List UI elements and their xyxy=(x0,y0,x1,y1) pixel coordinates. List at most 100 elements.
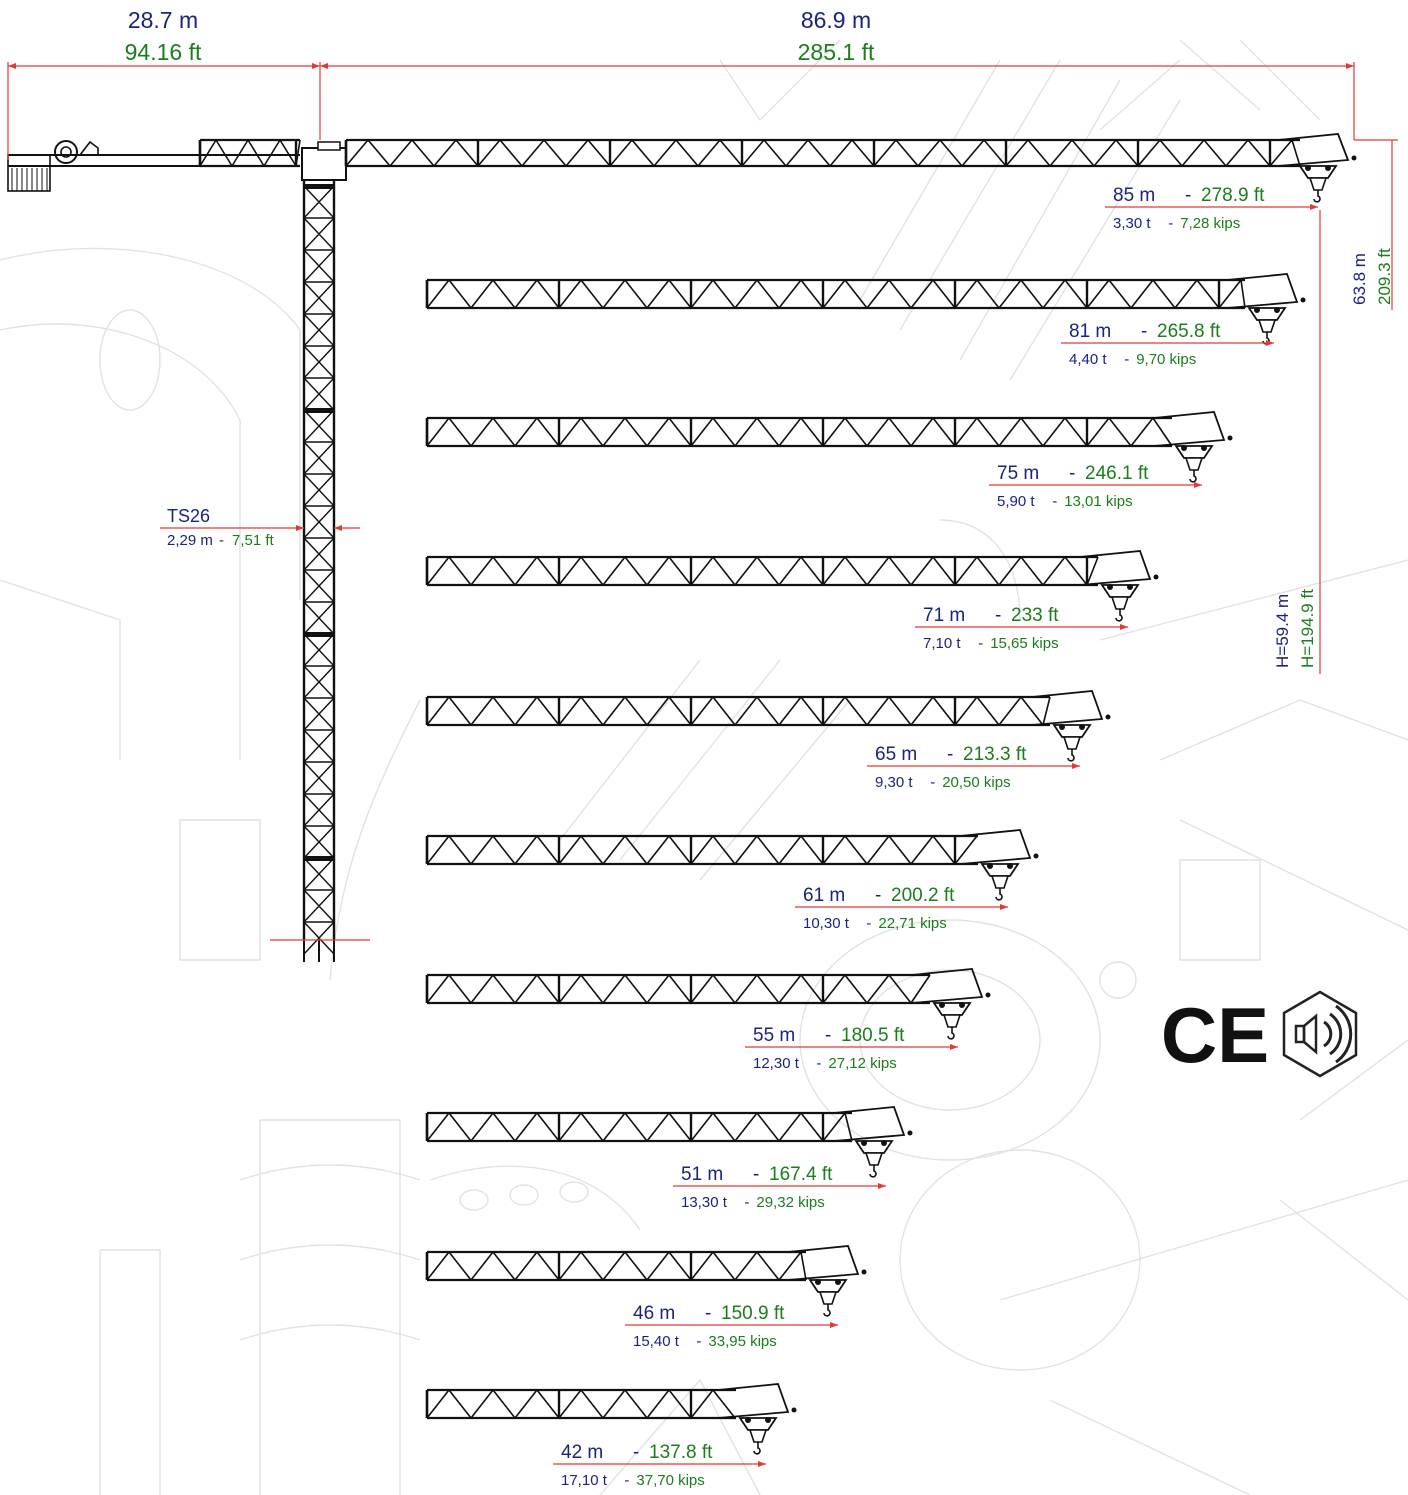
alt-jib-1-trolley-wheel-right xyxy=(1274,307,1280,313)
bg-line-35 xyxy=(329,699,421,981)
jib-label-75-m: 75 m-246.1 ft5,90 t-13,01 kips xyxy=(997,463,1149,510)
jib-label-71-m: 71 m-233 ft7,10 t-15,65 kips xyxy=(923,605,1059,652)
reach-metric: 75 m xyxy=(997,463,1039,484)
alt-jib-2 xyxy=(425,411,1233,483)
reach-imperial: 180.5 ft xyxy=(841,1025,905,1046)
alt-jib-1-trolley-wheel-left xyxy=(1254,307,1260,313)
alt-jib-7-tip xyxy=(833,1106,906,1142)
main-jib-hook xyxy=(1313,190,1321,203)
bg-line-8 xyxy=(99,1249,161,1495)
bg-line-17 xyxy=(1179,819,1408,931)
bg-line-12 xyxy=(559,1181,589,1203)
reach-imperial: 150.9 ft xyxy=(721,1303,785,1324)
cab-roof xyxy=(317,141,341,151)
jib-label-85-m: 85 m-278.9 ft3,30 t-7,28 kips xyxy=(1113,185,1265,232)
reach-dim-arrow xyxy=(950,1044,958,1050)
alt-jib-1-tip xyxy=(1226,273,1299,309)
load-separator: - xyxy=(1052,493,1057,510)
bg-line-26 xyxy=(959,79,1121,361)
alt-jib-6-tip xyxy=(911,968,984,1004)
operator-cab xyxy=(301,147,347,181)
mast-lacing xyxy=(303,185,335,955)
alt-jib-7-trolley-wheel-right xyxy=(881,1140,887,1146)
bg-line-29 xyxy=(1099,59,1181,131)
reach-separator: - xyxy=(1141,321,1147,342)
reach-metric: 71 m xyxy=(923,605,965,626)
alt-jib-4-tip-pin xyxy=(1105,714,1111,720)
alt-jib-2-trolley-wheel-left xyxy=(1181,445,1187,451)
load-imperial: 13,01 kips xyxy=(1064,493,1132,510)
reach-imperial: 246.1 ft xyxy=(1085,463,1149,484)
alt-jib-4 xyxy=(425,690,1111,762)
bg-line-0 xyxy=(0,247,301,600)
alt-jib-3-hook xyxy=(1115,609,1123,622)
reach-separator: - xyxy=(1069,463,1075,484)
alt-jib-3-trolley-wheel-right xyxy=(1127,584,1133,590)
bg-line-34 xyxy=(699,699,851,881)
mast-width-separator: - xyxy=(219,532,224,549)
reach-separator: - xyxy=(947,744,953,765)
main-jib-hook-block xyxy=(1308,177,1328,191)
load-imperial: 27,12 kips xyxy=(828,1055,896,1072)
reach-metric: 55 m xyxy=(753,1025,795,1046)
bg-line-3 xyxy=(179,819,261,961)
reach-dim-arrow xyxy=(1120,624,1128,630)
arrow-right xyxy=(1346,63,1354,69)
reach-imperial: 233 ft xyxy=(1011,605,1059,626)
reach-metric: 65 m xyxy=(875,744,917,765)
alt-jib-3-tip xyxy=(1079,550,1152,586)
counterweight xyxy=(7,154,51,192)
load-metric: 3,30 t xyxy=(1113,215,1151,232)
bg-line-19 xyxy=(1179,859,1261,961)
reach-metric: 85 m xyxy=(1113,185,1155,206)
alt-jib-1-tip-pin xyxy=(1300,297,1306,303)
alt-jib-5 xyxy=(425,829,1039,901)
load-imperial: 29,32 kips xyxy=(756,1194,824,1211)
main-jib-trolley-wheel-right xyxy=(1325,165,1331,171)
alt-jib-8-lattice-lacing xyxy=(426,1251,807,1281)
load-metric: 10,30 t xyxy=(803,915,850,932)
alt-jib-8-tip xyxy=(787,1245,860,1281)
reach-imperial: 213.3 ft xyxy=(963,744,1027,765)
mast-arrow-right xyxy=(334,525,342,531)
load-imperial: 37,70 kips xyxy=(636,1472,704,1489)
reach-dim-arrow xyxy=(1072,763,1080,769)
reach-dim-arrow xyxy=(878,1183,886,1189)
bg-line-30 xyxy=(1179,39,1261,111)
alt-jib-3-trolley-wheel-left xyxy=(1107,584,1113,590)
reach-imperial: 137.8 ft xyxy=(649,1442,713,1463)
load-separator: - xyxy=(1124,351,1129,368)
reach-metric: 42 m xyxy=(561,1442,603,1463)
arrow-mid-right xyxy=(320,63,328,69)
bg-line-5 xyxy=(239,1164,421,1181)
mast-section-joint xyxy=(303,632,335,637)
alt-jib-9-lattice-lacing xyxy=(426,1389,736,1419)
alt-jib-3-hook-block xyxy=(1110,596,1130,610)
reach-imperial: 265.8 ft xyxy=(1157,321,1221,342)
alt-jib-8-trolley-wheel-left xyxy=(815,1279,821,1285)
load-metric: 12,30 t xyxy=(753,1055,800,1072)
alt-jib-2-lattice-lacing xyxy=(426,417,1173,447)
bg-line-4 xyxy=(259,1119,401,1495)
load-imperial: 15,65 kips xyxy=(990,635,1058,652)
load-separator: - xyxy=(744,1194,749,1211)
alt-jib-5-hook xyxy=(995,888,1003,901)
alt-jib-7-hook-block xyxy=(864,1152,884,1166)
bg-line-23 xyxy=(599,1378,761,1495)
bg-line-16 xyxy=(1159,699,1408,761)
bg-line-15 xyxy=(899,1149,1141,1371)
alt-jib-4-hook xyxy=(1067,749,1075,762)
ce-mark: CE xyxy=(1161,991,1269,1079)
bg-line-38 xyxy=(1099,961,1137,999)
mast-arrow-left xyxy=(296,525,304,531)
alt-jib-9-hook-block xyxy=(748,1429,768,1443)
load-imperial: 20,50 kips xyxy=(942,774,1010,791)
reach-separator: - xyxy=(705,1303,711,1324)
arrow-left xyxy=(8,63,16,69)
arrow-mid-left xyxy=(312,63,320,69)
jib-dimension: 86.9 m 285.1 ft xyxy=(798,7,875,65)
hoist-winch xyxy=(54,140,78,164)
alt-jib-6 xyxy=(425,968,991,1040)
